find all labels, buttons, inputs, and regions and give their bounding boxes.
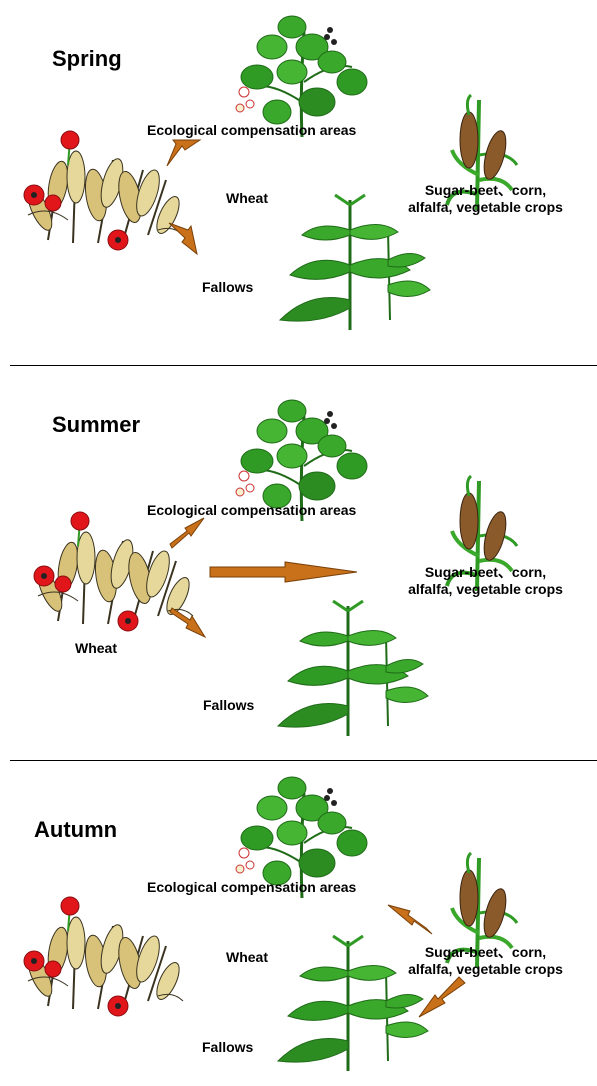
arrow-wheat-to-crops: [210, 562, 357, 582]
arrow-crops-to-eca: [388, 905, 432, 934]
arrows: [0, 0, 597, 365]
summer-panel: Summer Ecological compensation areas Whe…: [0, 366, 597, 760]
arrow-crops-to-fallows: [419, 977, 465, 1017]
arrows: [0, 761, 597, 1086]
arrow-wheat-to-fallows: [170, 608, 205, 637]
autumn-panel: Autumn Ecological compensation areas Whe…: [0, 761, 597, 1086]
spring-panel: Spring Ecological compensation areas Whe…: [0, 0, 597, 365]
arrow-fallows-to-wheat: [169, 223, 197, 254]
arrow-eca-to-wheat: [167, 140, 200, 166]
arrow-wheat-to-eca: [170, 518, 204, 548]
arrows: [0, 366, 597, 760]
